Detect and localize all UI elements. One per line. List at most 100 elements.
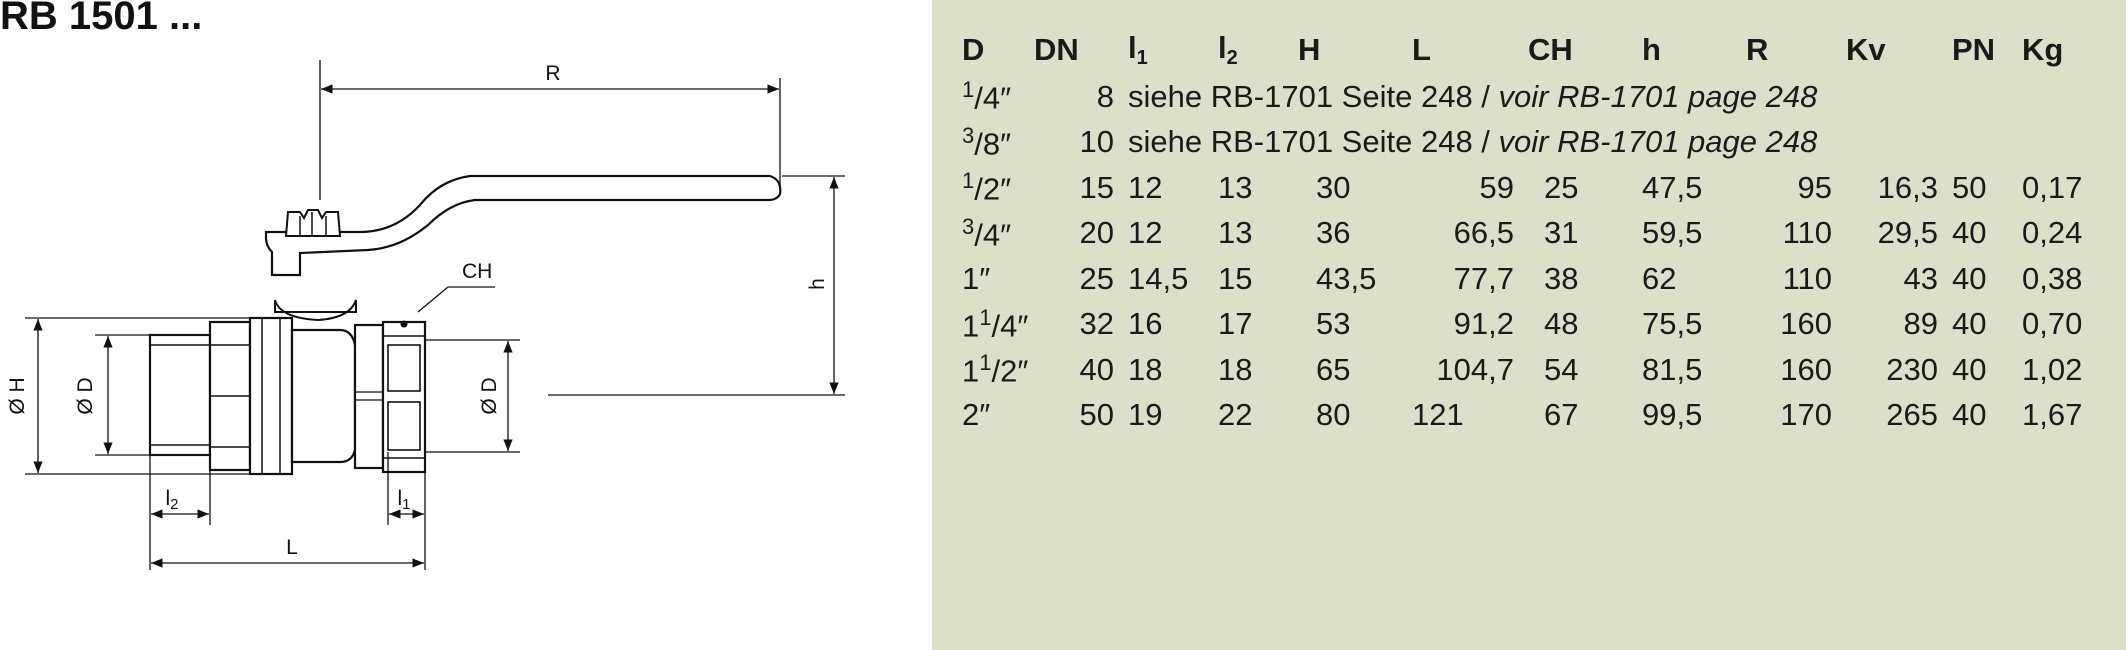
ball-valve-dimension-drawing: R h CH [6, 60, 845, 570]
col-header-D: D [962, 32, 985, 67]
cell-PN: 40 [1952, 351, 1987, 387]
cell-note: siehe RB-1701 Seite 248 / voir RB-1701 p… [1128, 124, 1818, 160]
table-row: 11/4″ 32 16 17 53 91,2 48 75,5 160 89 40… [962, 302, 2094, 348]
cell-PN: 40 [1952, 215, 1987, 251]
col-header-DN: DN [1034, 32, 1079, 67]
cell-l1: 16 [1128, 306, 1163, 342]
cell-h: 47,5 [1642, 169, 1703, 205]
spec-table: D DN l1 l2 H L CH h R Kv PN Kg 1/4″ 8 si… [962, 26, 2094, 438]
cell-PN: 40 [1952, 306, 1987, 342]
cell-l2: 18 [1218, 351, 1253, 387]
col-header-PN: PN [1952, 32, 1996, 67]
cell-Kv: 29,5 [1877, 215, 1938, 251]
cell-l2: 13 [1218, 215, 1253, 251]
cell-H: 43,5 [1316, 260, 1377, 296]
table-row-note: 3/8″ 10 siehe RB-1701 Seite 248 / voir R… [962, 120, 2094, 166]
cell-L: 59 [1479, 169, 1514, 205]
cell-l2: 17 [1218, 306, 1253, 342]
dim-label-diam-H: Ø H [6, 377, 29, 414]
cell-CH: 54 [1544, 351, 1579, 387]
cell-h: 81,5 [1642, 351, 1703, 387]
table-row: 1″ 25 14,5 15 43,5 77,7 38 62 110 43 40 … [962, 256, 2094, 302]
col-header-R: R [1746, 32, 1769, 67]
cell-R: 95 [1797, 169, 1832, 205]
cell-H: 30 [1316, 169, 1351, 205]
cell-l1: 19 [1128, 397, 1163, 433]
cell-L: 66,5 [1453, 215, 1514, 251]
cell-Kv: 16,3 [1877, 169, 1938, 205]
dim-label-R: R [545, 62, 560, 85]
cell-h: 75,5 [1642, 306, 1703, 342]
table-header-row: D DN l1 l2 H L CH h R Kv PN Kg [962, 26, 2094, 74]
dim-label-CH: CH [462, 260, 492, 283]
cell-CH: 31 [1544, 215, 1579, 251]
cell-R: 110 [1782, 215, 1832, 251]
col-header-L: L [1412, 32, 1431, 67]
cell-CH: 38 [1544, 260, 1579, 296]
dim-label-diam-D-left: Ø D [74, 377, 97, 414]
cell-D: 1″ [962, 260, 991, 296]
table-row-note: 1/4″ 8 siehe RB-1701 Seite 248 / voir RB… [962, 74, 2094, 120]
cell-DN: 32 [1079, 306, 1114, 342]
cell-D: 11/2″ [962, 350, 1029, 389]
cell-H: 65 [1316, 351, 1351, 387]
cell-D: 1/2″ [962, 168, 1012, 207]
col-header-CH: CH [1528, 32, 1573, 67]
cell-L: 91,2 [1453, 306, 1514, 342]
col-header-Kg: Kg [2022, 32, 2064, 67]
table-row: 11/2″ 40 18 18 65 104,7 54 81,5 160 230 … [962, 347, 2094, 393]
dim-label-h: h [806, 278, 829, 290]
cell-l2: 15 [1218, 260, 1253, 296]
dim-label-l1: l1 [397, 487, 410, 513]
cell-Kv: 89 [1903, 306, 1938, 342]
cell-Kv: 265 [1886, 397, 1938, 433]
cell-CH: 25 [1544, 169, 1579, 205]
cell-D: 2″ [962, 397, 991, 433]
dim-label-diam-D-right: Ø D [478, 377, 501, 414]
cell-CH: 48 [1544, 306, 1579, 342]
cell-h: 59,5 [1642, 215, 1703, 251]
table-row: 3/4″ 20 12 13 36 66,5 31 59,5 110 29,5 4… [962, 211, 2094, 257]
table-row: 2″ 50 19 22 80 121 67 99,5 170 265 40 1,… [962, 393, 2094, 439]
cell-Kg: 1,02 [2022, 351, 2083, 387]
cell-H: 53 [1316, 306, 1351, 342]
cell-R: 160 [1780, 306, 1832, 342]
drawing-panel: RB 1501 ... R h [0, 0, 932, 650]
cell-CH: 67 [1544, 397, 1579, 433]
cell-DN: 8 [1096, 78, 1114, 114]
cell-DN: 20 [1079, 215, 1114, 251]
cell-l1: 12 [1128, 169, 1163, 205]
dim-label-l2: l2 [165, 487, 178, 513]
cell-l1: 18 [1128, 351, 1163, 387]
cell-Kv: 230 [1886, 351, 1938, 387]
cell-Kg: 0,24 [2022, 215, 2083, 251]
cell-Kg: 0,70 [2022, 306, 2083, 342]
cell-PN: 50 [1952, 169, 1987, 205]
cell-Kg: 0,38 [2022, 260, 2083, 296]
cell-DN: 15 [1079, 169, 1114, 205]
col-header-l1: l1 [1128, 30, 1148, 69]
cell-DN: 40 [1079, 351, 1114, 387]
cell-PN: 40 [1952, 397, 1987, 433]
cell-DN: 25 [1079, 260, 1114, 296]
cell-DN: 50 [1079, 397, 1114, 433]
cell-l2: 13 [1218, 169, 1253, 205]
cell-L: 121 [1412, 397, 1464, 433]
cell-h: 62 [1642, 260, 1677, 296]
cell-R: 110 [1782, 260, 1832, 296]
cell-H: 36 [1316, 215, 1351, 251]
cell-note: siehe RB-1701 Seite 248 / voir RB-1701 p… [1128, 78, 1818, 114]
cell-L: 104,7 [1436, 351, 1514, 387]
col-header-H: H [1298, 32, 1321, 67]
cell-DN: 10 [1079, 124, 1114, 160]
product-title: RB 1501 ... [0, 0, 203, 38]
cell-h: 99,5 [1642, 397, 1703, 433]
dim-label-L: L [286, 536, 298, 559]
cell-Kg: 1,67 [2022, 397, 2083, 433]
cell-l1: 12 [1128, 215, 1163, 251]
cell-R: 170 [1780, 397, 1832, 433]
cell-Kv: 43 [1903, 260, 1938, 296]
col-header-l2: l2 [1218, 30, 1238, 69]
cell-D: 11/4″ [962, 304, 1029, 343]
spec-table-panel: D DN l1 l2 H L CH h R Kv PN Kg 1/4″ 8 si… [932, 0, 2126, 650]
